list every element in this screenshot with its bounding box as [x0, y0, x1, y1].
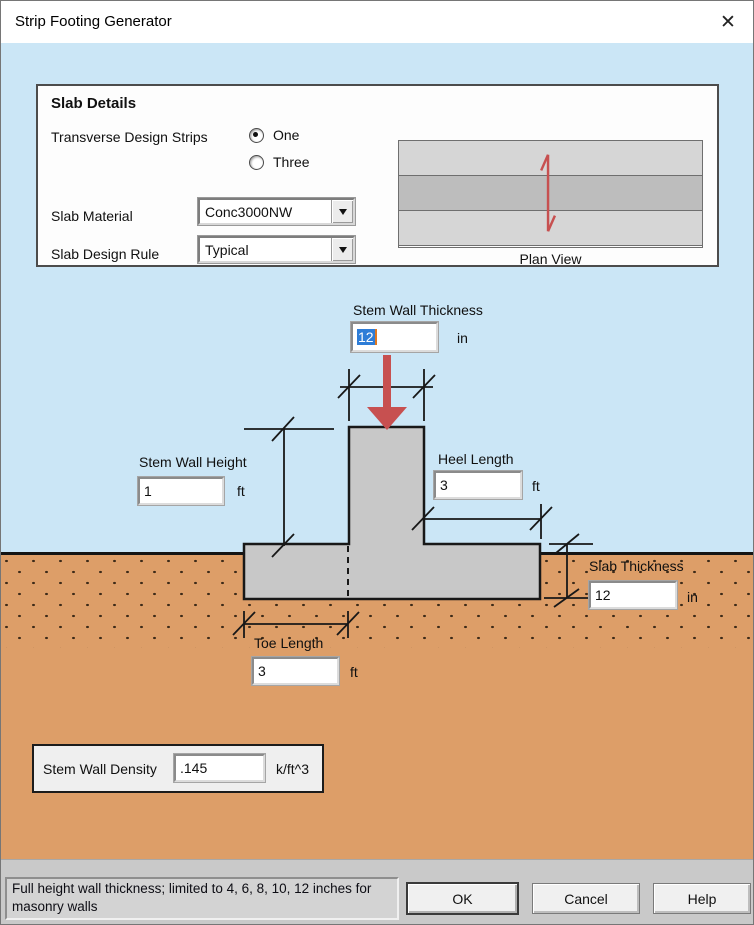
transverse-design-strips-label: Transverse Design Strips [51, 129, 208, 145]
heel-length-unit: ft [532, 478, 540, 494]
slab-design-rule-value: Typical [205, 241, 249, 258]
plan-view-caption: Plan View [519, 251, 582, 267]
plan-view-band-middle [399, 176, 702, 211]
help-button[interactable]: Help [653, 883, 751, 914]
slab-design-rule-dropdown[interactable]: Typical [197, 235, 356, 264]
radio-three-label: Three [273, 154, 310, 170]
radio-three[interactable]: Three [249, 154, 310, 170]
slab-details-title: Slab Details [51, 95, 137, 112]
toe-length-input[interactable] [251, 656, 340, 686]
slab-design-rule-label: Slab Design Rule [51, 246, 160, 262]
plan-view-image [398, 140, 703, 248]
slab-material-label: Slab Material [51, 208, 133, 224]
status-message: Full height wall thickness; limited to 4… [5, 877, 399, 920]
stem-wall-thickness-input[interactable]: 12 [350, 321, 439, 353]
radio-one[interactable]: One [249, 127, 299, 143]
stem-wall-density-unit: k/ft^3 [276, 761, 310, 777]
toe-length-unit: ft [350, 664, 358, 680]
window-title: Strip Footing Generator [15, 13, 172, 30]
title-bar: Strip Footing Generator ✕ [1, 1, 753, 43]
stem-wall-thickness-unit: in [457, 330, 468, 346]
stem-wall-density-input[interactable] [173, 753, 266, 783]
stem-wall-height-unit: ft [237, 483, 245, 499]
heel-length-label: Heel Length [438, 451, 514, 467]
chevron-down-icon [338, 208, 347, 215]
dropdown-button[interactable] [331, 238, 353, 261]
slab-thickness-label: Slab Thickness [589, 558, 684, 574]
slab-thickness-unit: in [687, 589, 698, 605]
stem-wall-density-label: Stem Wall Density [43, 761, 157, 777]
slab-material-dropdown[interactable]: Conc3000NW [197, 197, 356, 226]
stem-wall-height-label: Stem Wall Height [139, 454, 247, 470]
selected-text: 12 [357, 329, 375, 345]
stem-wall-thickness-label: Stem Wall Thickness [353, 302, 483, 318]
stem-wall-height-input[interactable] [137, 476, 225, 506]
dropdown-button[interactable] [331, 200, 353, 223]
plan-view-band-top [399, 141, 702, 176]
text-caret [374, 329, 377, 345]
close-button[interactable]: ✕ [713, 8, 743, 36]
toe-length-label: Toe Length [254, 635, 324, 651]
cancel-button[interactable]: Cancel [532, 883, 640, 914]
slab-thickness-input[interactable] [588, 580, 678, 610]
slab-material-value: Conc3000NW [205, 203, 293, 220]
radio-selected-icon [249, 127, 264, 143]
radio-one-label: One [273, 127, 300, 143]
close-icon: ✕ [720, 12, 736, 33]
ok-button[interactable]: OK [406, 882, 519, 915]
plan-view-band-bottom [399, 211, 702, 246]
radio-unselected-icon [249, 154, 264, 170]
chevron-down-icon [338, 246, 347, 253]
bottom-bar: Full height wall thickness; limited to 4… [1, 859, 753, 924]
stem-wall-density-box: Stem Wall Density k/ft^3 [32, 744, 324, 793]
slab-details-panel: Slab Details Transverse Design Strips On… [36, 84, 719, 267]
heel-length-input[interactable] [433, 470, 523, 500]
